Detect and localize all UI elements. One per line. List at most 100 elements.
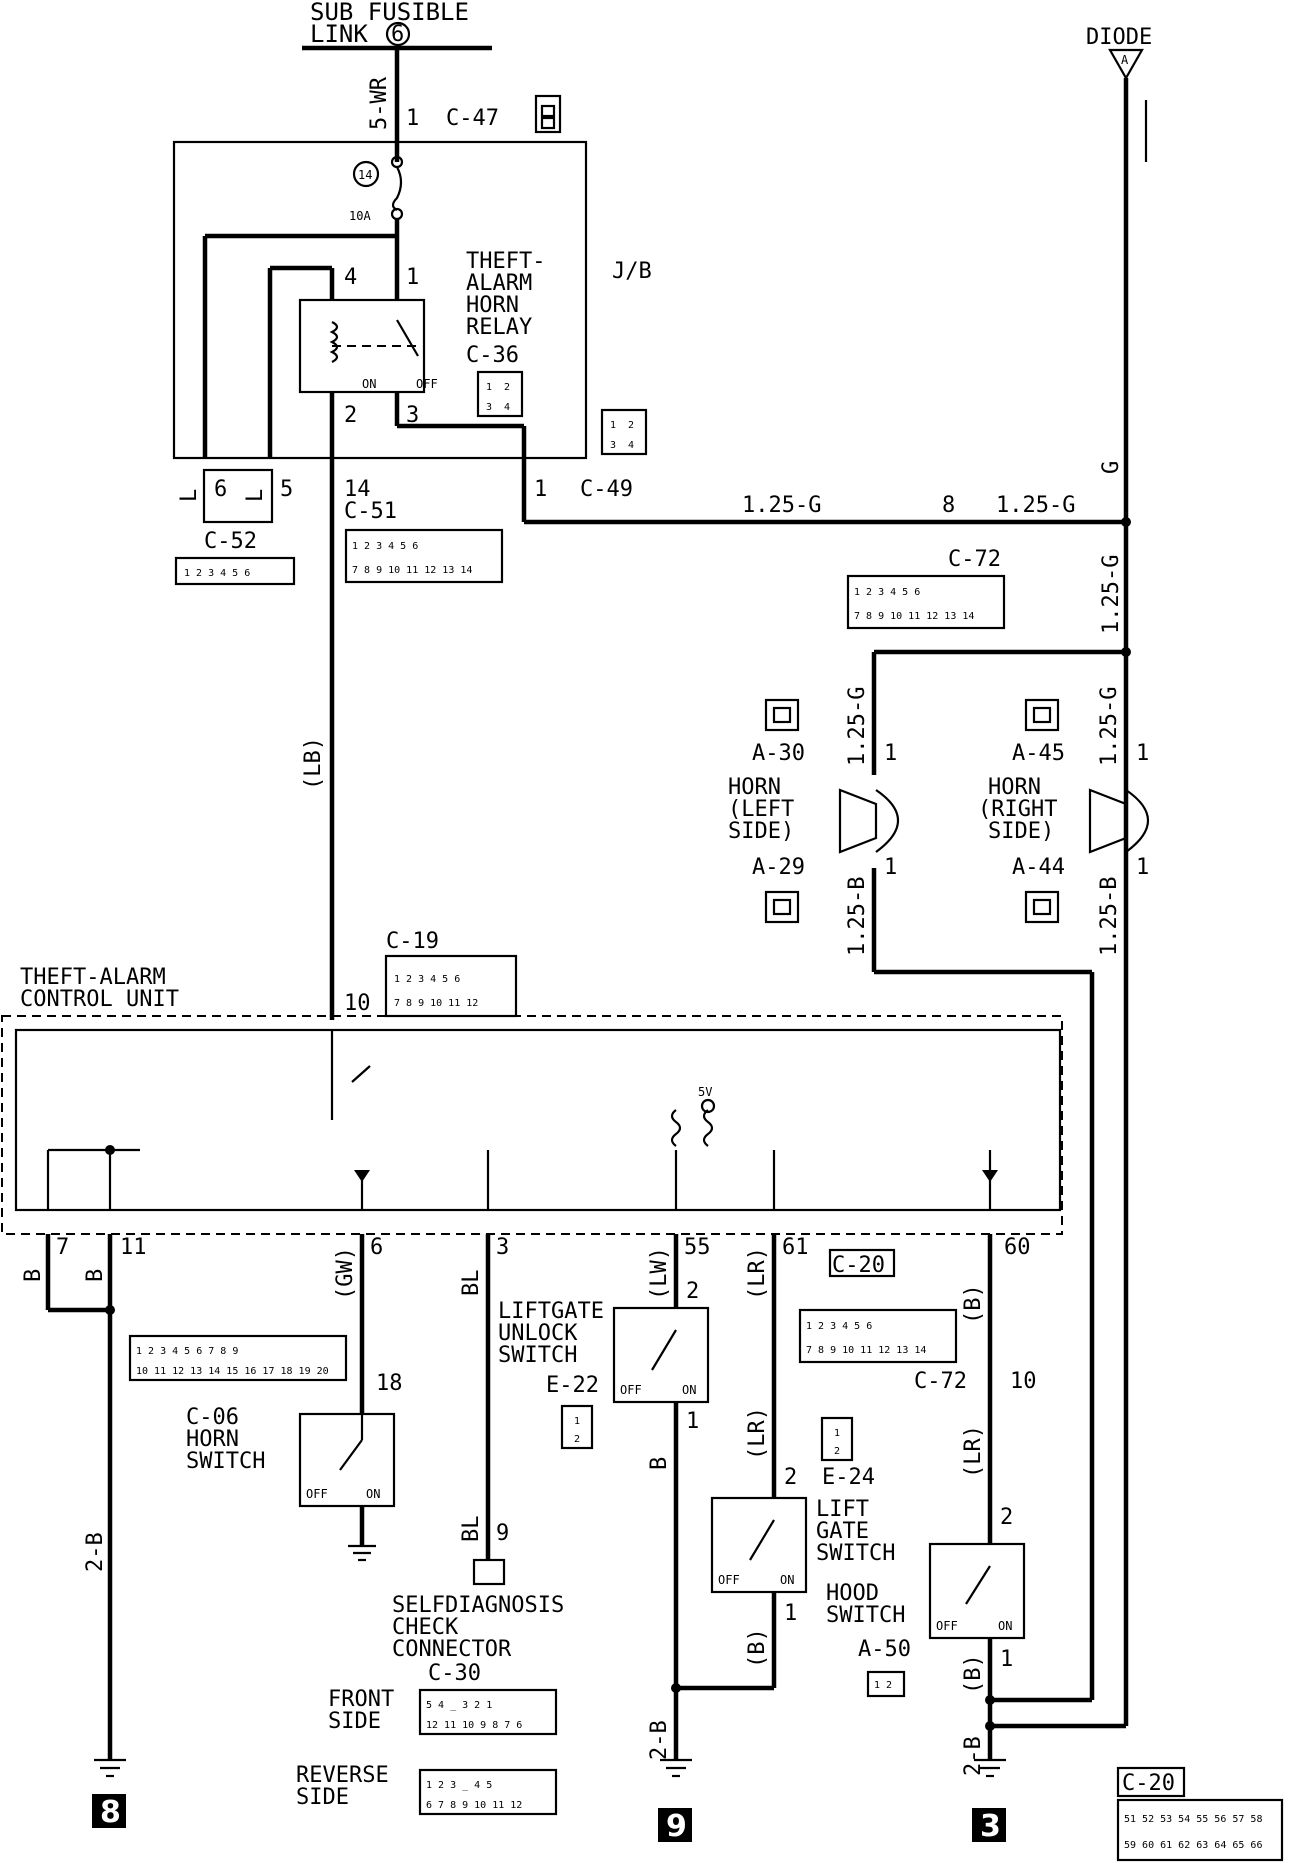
fusible-link-number-circle bbox=[385, 21, 411, 47]
wire-2b-a: 2-B bbox=[83, 1532, 108, 1572]
fusible-link-number: 6 bbox=[391, 22, 404, 47]
wire-125b-b: 1.25-B bbox=[1097, 877, 1122, 956]
lg-wire-b: (B) bbox=[745, 1628, 770, 1668]
ecu-dashed-outline bbox=[1, 1015, 1063, 1235]
diode-label: DIODE bbox=[1086, 25, 1152, 50]
e22-label: E-22 bbox=[546, 1373, 599, 1398]
lu-title-3: SWITCH bbox=[498, 1343, 577, 1368]
c51-connector-icon: 1 2 3 4 5 6 7 8 9 10 11 12 13 14 bbox=[344, 528, 504, 584]
horn-right-pin1: 1 bbox=[1136, 741, 1149, 766]
hood-switch-contact bbox=[965, 1565, 991, 1605]
svg-text:4: 4 bbox=[504, 402, 510, 413]
svg-text:3: 3 bbox=[486, 402, 492, 413]
relay-on: ON bbox=[362, 377, 376, 391]
lu-wire-b: B bbox=[647, 1457, 672, 1470]
self-diag-title-2: CHECK bbox=[392, 1615, 459, 1640]
c72-bottom-pin10: 10 bbox=[1010, 1369, 1037, 1394]
c52-connector-icon: 1 2 3 4 5 6 bbox=[174, 556, 296, 586]
lg-wire-lr: (LR) bbox=[745, 1407, 770, 1460]
ground-badge-8 bbox=[92, 1794, 126, 1828]
wire-lw-label: (LW) bbox=[647, 1247, 672, 1300]
svg-text:10 11 12 13 14 15 16 17 18 19: 10 11 12 13 14 15 16 17 18 19 20 bbox=[136, 1366, 329, 1377]
svg-text:2: 2 bbox=[628, 420, 634, 431]
c47-connector-icon bbox=[534, 94, 562, 134]
a50-connector-icon: 1 2 bbox=[866, 1670, 906, 1698]
relay-title-1: THEFT- bbox=[466, 249, 545, 274]
ecu-inner-box bbox=[14, 1028, 1062, 1212]
hood-pin2: 2 bbox=[1000, 1505, 1013, 1530]
lu-switch-contact bbox=[651, 1329, 677, 1371]
jb-label: J/B bbox=[612, 259, 652, 284]
a30-label: A-30 bbox=[752, 741, 805, 766]
lg-off: OFF bbox=[718, 1573, 740, 1587]
lu-title-1: LIFTGATE bbox=[498, 1299, 604, 1324]
e24-connector-icon: 12 bbox=[820, 1416, 854, 1462]
relay-pin2: 2 bbox=[344, 403, 357, 428]
horn-switch-contact bbox=[339, 1439, 363, 1471]
a29-label: A-29 bbox=[752, 855, 805, 880]
wire-l-2: L bbox=[243, 489, 268, 502]
ground-symbol-8 bbox=[94, 1758, 126, 1778]
relay-pin4: 4 bbox=[344, 265, 357, 290]
a30-connector-icon bbox=[764, 698, 800, 732]
self-diag-title-1: SELFDIAGNOSIS bbox=[392, 1593, 564, 1618]
svg-text:1: 1 bbox=[574, 1416, 580, 1427]
fuse-element bbox=[391, 166, 403, 211]
wire-125g-d: 1.25-G bbox=[845, 687, 870, 766]
c06-connector-icon: 1 2 3 4 5 6 7 8 9 10 11 12 13 14 15 16 1… bbox=[128, 1334, 348, 1382]
svg-text:4: 4 bbox=[628, 440, 634, 451]
wire-g-label: G bbox=[1099, 461, 1124, 474]
svg-text:1 2 3 4 5 6: 1 2 3 4 5 6 bbox=[394, 974, 460, 985]
hood-wire-lr: (LR) bbox=[961, 1425, 986, 1478]
wire-bl9-label: BL bbox=[459, 1516, 484, 1543]
wire-b-2: B bbox=[83, 1269, 108, 1282]
svg-text:59 60 61 62 63 64 65 66: 59 60 61 62 63 64 65 66 bbox=[1124, 1840, 1262, 1851]
a44-connector-icon bbox=[1024, 890, 1060, 924]
self-diag-terminal bbox=[472, 1558, 506, 1586]
horn-right-title-1: HORN bbox=[988, 775, 1041, 800]
jb-pin1: 1 bbox=[534, 477, 547, 502]
fuse-number: 14 bbox=[358, 168, 372, 182]
ecu-resistor-a bbox=[670, 1109, 682, 1147]
relay-off: OFF bbox=[416, 377, 438, 391]
svg-text:51 52 53 54 55 56 57 58: 51 52 53 54 55 56 57 58 bbox=[1124, 1814, 1262, 1825]
wire-125g-b: 1.25-G bbox=[996, 493, 1075, 518]
ecu-diode-6-head bbox=[354, 1170, 370, 1182]
ground-num-9: 9 bbox=[666, 1809, 687, 1844]
svg-text:2: 2 bbox=[834, 1446, 840, 1457]
c30-reverse-connector-icon: 1 2 3 _ 4 5 6 7 8 9 10 11 12 bbox=[418, 1768, 558, 1816]
horn-switch-title-2: SWITCH bbox=[186, 1449, 265, 1474]
horn-switch-on: ON bbox=[366, 1487, 380, 1501]
lu-pin2: 2 bbox=[686, 1279, 699, 1304]
hood-wire-b: (B) bbox=[961, 1654, 986, 1694]
c20-label-1: C-20 bbox=[832, 1253, 885, 1278]
self-diag-pin9: 9 bbox=[496, 1521, 509, 1546]
svg-text:1 2 3 4 5 6: 1 2 3 4 5 6 bbox=[854, 587, 920, 598]
junction-block-box bbox=[172, 140, 588, 460]
c72-pin8: 8 bbox=[942, 493, 955, 518]
wire-lb-label: (LB) bbox=[301, 737, 326, 790]
splice-horn bbox=[1121, 647, 1131, 657]
e22-connector-icon: 12 bbox=[560, 1404, 594, 1450]
ground-symbol-9 bbox=[660, 1758, 692, 1778]
horn-right-title-2: (RIGHT bbox=[978, 797, 1057, 822]
lg-pin1: 1 bbox=[784, 1601, 797, 1626]
a45-connector-icon bbox=[1024, 698, 1060, 732]
svg-text:1 2 3 4 5 6 7 8 9: 1 2 3 4 5 6 7 8 9 bbox=[136, 1346, 238, 1357]
c20-box-2 bbox=[1116, 1766, 1186, 1798]
svg-text:2: 2 bbox=[574, 1434, 580, 1445]
relay-title-2: ALARM bbox=[466, 271, 532, 296]
wire-125g-e: 1.25-G bbox=[1097, 687, 1122, 766]
ecu-5v-node bbox=[700, 1098, 716, 1114]
svg-text:7 8 9 10 11 12: 7 8 9 10 11 12 bbox=[394, 998, 478, 1009]
svg-text:1 2 3 4 5 6: 1 2 3 4 5 6 bbox=[352, 541, 418, 552]
relay-pin3: 3 bbox=[406, 403, 419, 428]
svg-text:7 8 9 10 11 12 13 14: 7 8 9 10 11 12 13 14 bbox=[806, 1345, 926, 1356]
ground-symbol-horn-switch bbox=[348, 1544, 376, 1562]
svg-text:1: 1 bbox=[610, 420, 616, 431]
ecu-zener bbox=[351, 1065, 371, 1083]
hood-pin1: 1 bbox=[1000, 1647, 1013, 1672]
svg-text:1: 1 bbox=[834, 1428, 840, 1439]
ecu-pin60: 60 bbox=[1004, 1235, 1031, 1260]
